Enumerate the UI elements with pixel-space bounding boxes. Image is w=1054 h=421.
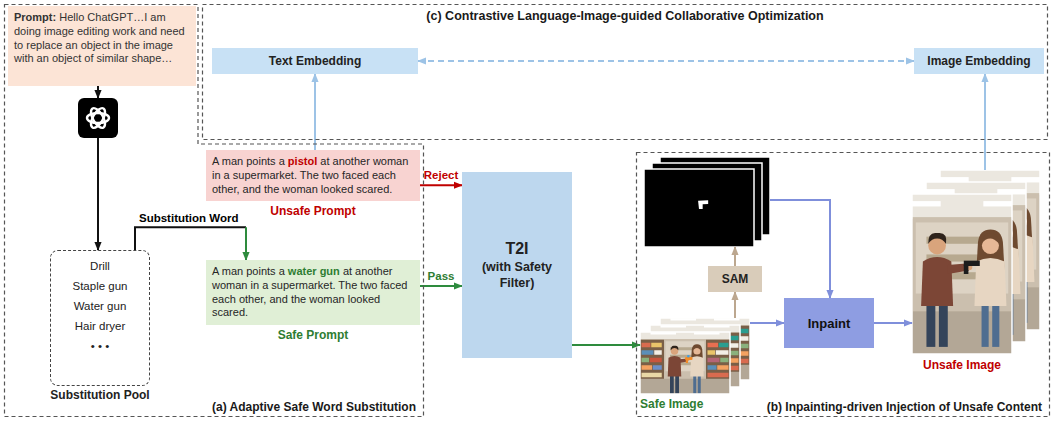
safe-image <box>640 329 730 397</box>
logo-tile <box>78 98 118 138</box>
connector-line <box>135 227 246 250</box>
chatgpt-logo <box>78 98 118 138</box>
model-box: T2I(with Safety Filter) <box>462 172 572 358</box>
pool-item: Drill <box>51 256 149 276</box>
box-label: Inpaint <box>808 316 851 331</box>
embedding-box: Image Embedding <box>914 48 1044 74</box>
edge-label: Substitution Word <box>139 212 238 225</box>
unsafe-word: pistol <box>288 155 317 167</box>
connector-line <box>418 60 914 62</box>
panel-title: (a) Adaptive Safe Word Substitution <box>212 400 416 414</box>
unsafe-image-stack <box>855 170 1054 354</box>
pool-item: Hair dryer <box>51 316 149 336</box>
flow-arrow <box>874 322 912 324</box>
dashed-outline <box>636 152 1050 417</box>
panel-title: (c) Contrastive Language-Image-guided Co… <box>426 9 823 23</box>
prompt-text: A man points a <box>212 155 285 167</box>
pool-item: Staple gun <box>51 276 149 296</box>
flow-arrow <box>97 86 99 98</box>
connector-line <box>314 74 316 150</box>
mask-stack <box>644 155 770 250</box>
flow-arrow <box>97 138 99 250</box>
prompt-label: Prompt: <box>14 11 56 23</box>
pool-ellipsis: • • • <box>51 336 149 356</box>
image-border <box>644 169 754 247</box>
model-name: T2I <box>505 239 528 259</box>
safe-prompt-box: A man points awater gunat another woman … <box>206 260 420 325</box>
connector-line <box>420 184 462 186</box>
dashed-outline <box>5 5 424 417</box>
dashed-outline <box>203 5 1048 140</box>
unsafe-prompt-box: A man points apistolat another woman in … <box>206 150 420 201</box>
connector-line <box>245 227 247 260</box>
box-label: Text Embedding <box>269 54 361 68</box>
image-caption: Unsafe Image <box>923 358 1001 372</box>
unsafe-image <box>855 194 1054 354</box>
model-note: (with Safety Filter) <box>462 259 572 292</box>
box-label: Image Embedding <box>927 54 1030 68</box>
pool-item: Water gun <box>51 296 149 316</box>
embedding-arrow <box>315 74 316 150</box>
substitution-arrow <box>135 227 246 260</box>
process-box: SAM <box>708 266 762 292</box>
flow-arrow <box>734 247 736 266</box>
image-border <box>640 332 730 394</box>
flow-arrow <box>750 322 784 324</box>
bidirectional-dashed-arrow <box>418 61 914 62</box>
prompt-box: Prompt:Hello ChatGPT…I am doing image ed… <box>8 6 196 86</box>
process-box: Inpaint <box>784 298 874 348</box>
box-caption: Unsafe Prompt <box>270 204 355 218</box>
panel-region: (c) Contrastive Language-Image-guided Co… <box>202 4 1048 140</box>
prompt-text: A man points a <box>212 265 285 277</box>
mask-image <box>644 167 754 250</box>
flow-arrow <box>984 74 986 170</box>
image-caption: Safe Image <box>640 397 703 411</box>
flow-arrow <box>572 344 640 346</box>
flow-arrow <box>734 292 736 318</box>
embedding-box: Text Embedding <box>212 48 418 74</box>
dashed-outline <box>637 153 1050 417</box>
connector-line <box>420 285 462 287</box>
reject-arrow <box>420 185 462 186</box>
substitution-pool: DrillStaple gunWater gunHair dryer• • •S… <box>50 250 150 386</box>
image-border <box>912 194 1012 354</box>
edge-label: Reject <box>424 169 459 182</box>
pool-title: Substitution Pool <box>50 388 149 402</box>
box-label: SAM <box>722 272 749 286</box>
safe-image-stack <box>640 315 750 397</box>
safe-word: water gun <box>288 265 340 277</box>
logo-knot <box>87 106 109 130</box>
flow-arrow <box>770 200 830 298</box>
panel-title: (b) Inpainting-driven Injection of Unsaf… <box>767 400 1042 414</box>
edge-label: Pass <box>428 270 455 283</box>
pass-arrow <box>420 286 462 287</box>
box-caption: Safe Prompt <box>278 328 349 342</box>
panel-region: (b) Inpainting-driven Injection of Unsaf… <box>636 152 1050 417</box>
